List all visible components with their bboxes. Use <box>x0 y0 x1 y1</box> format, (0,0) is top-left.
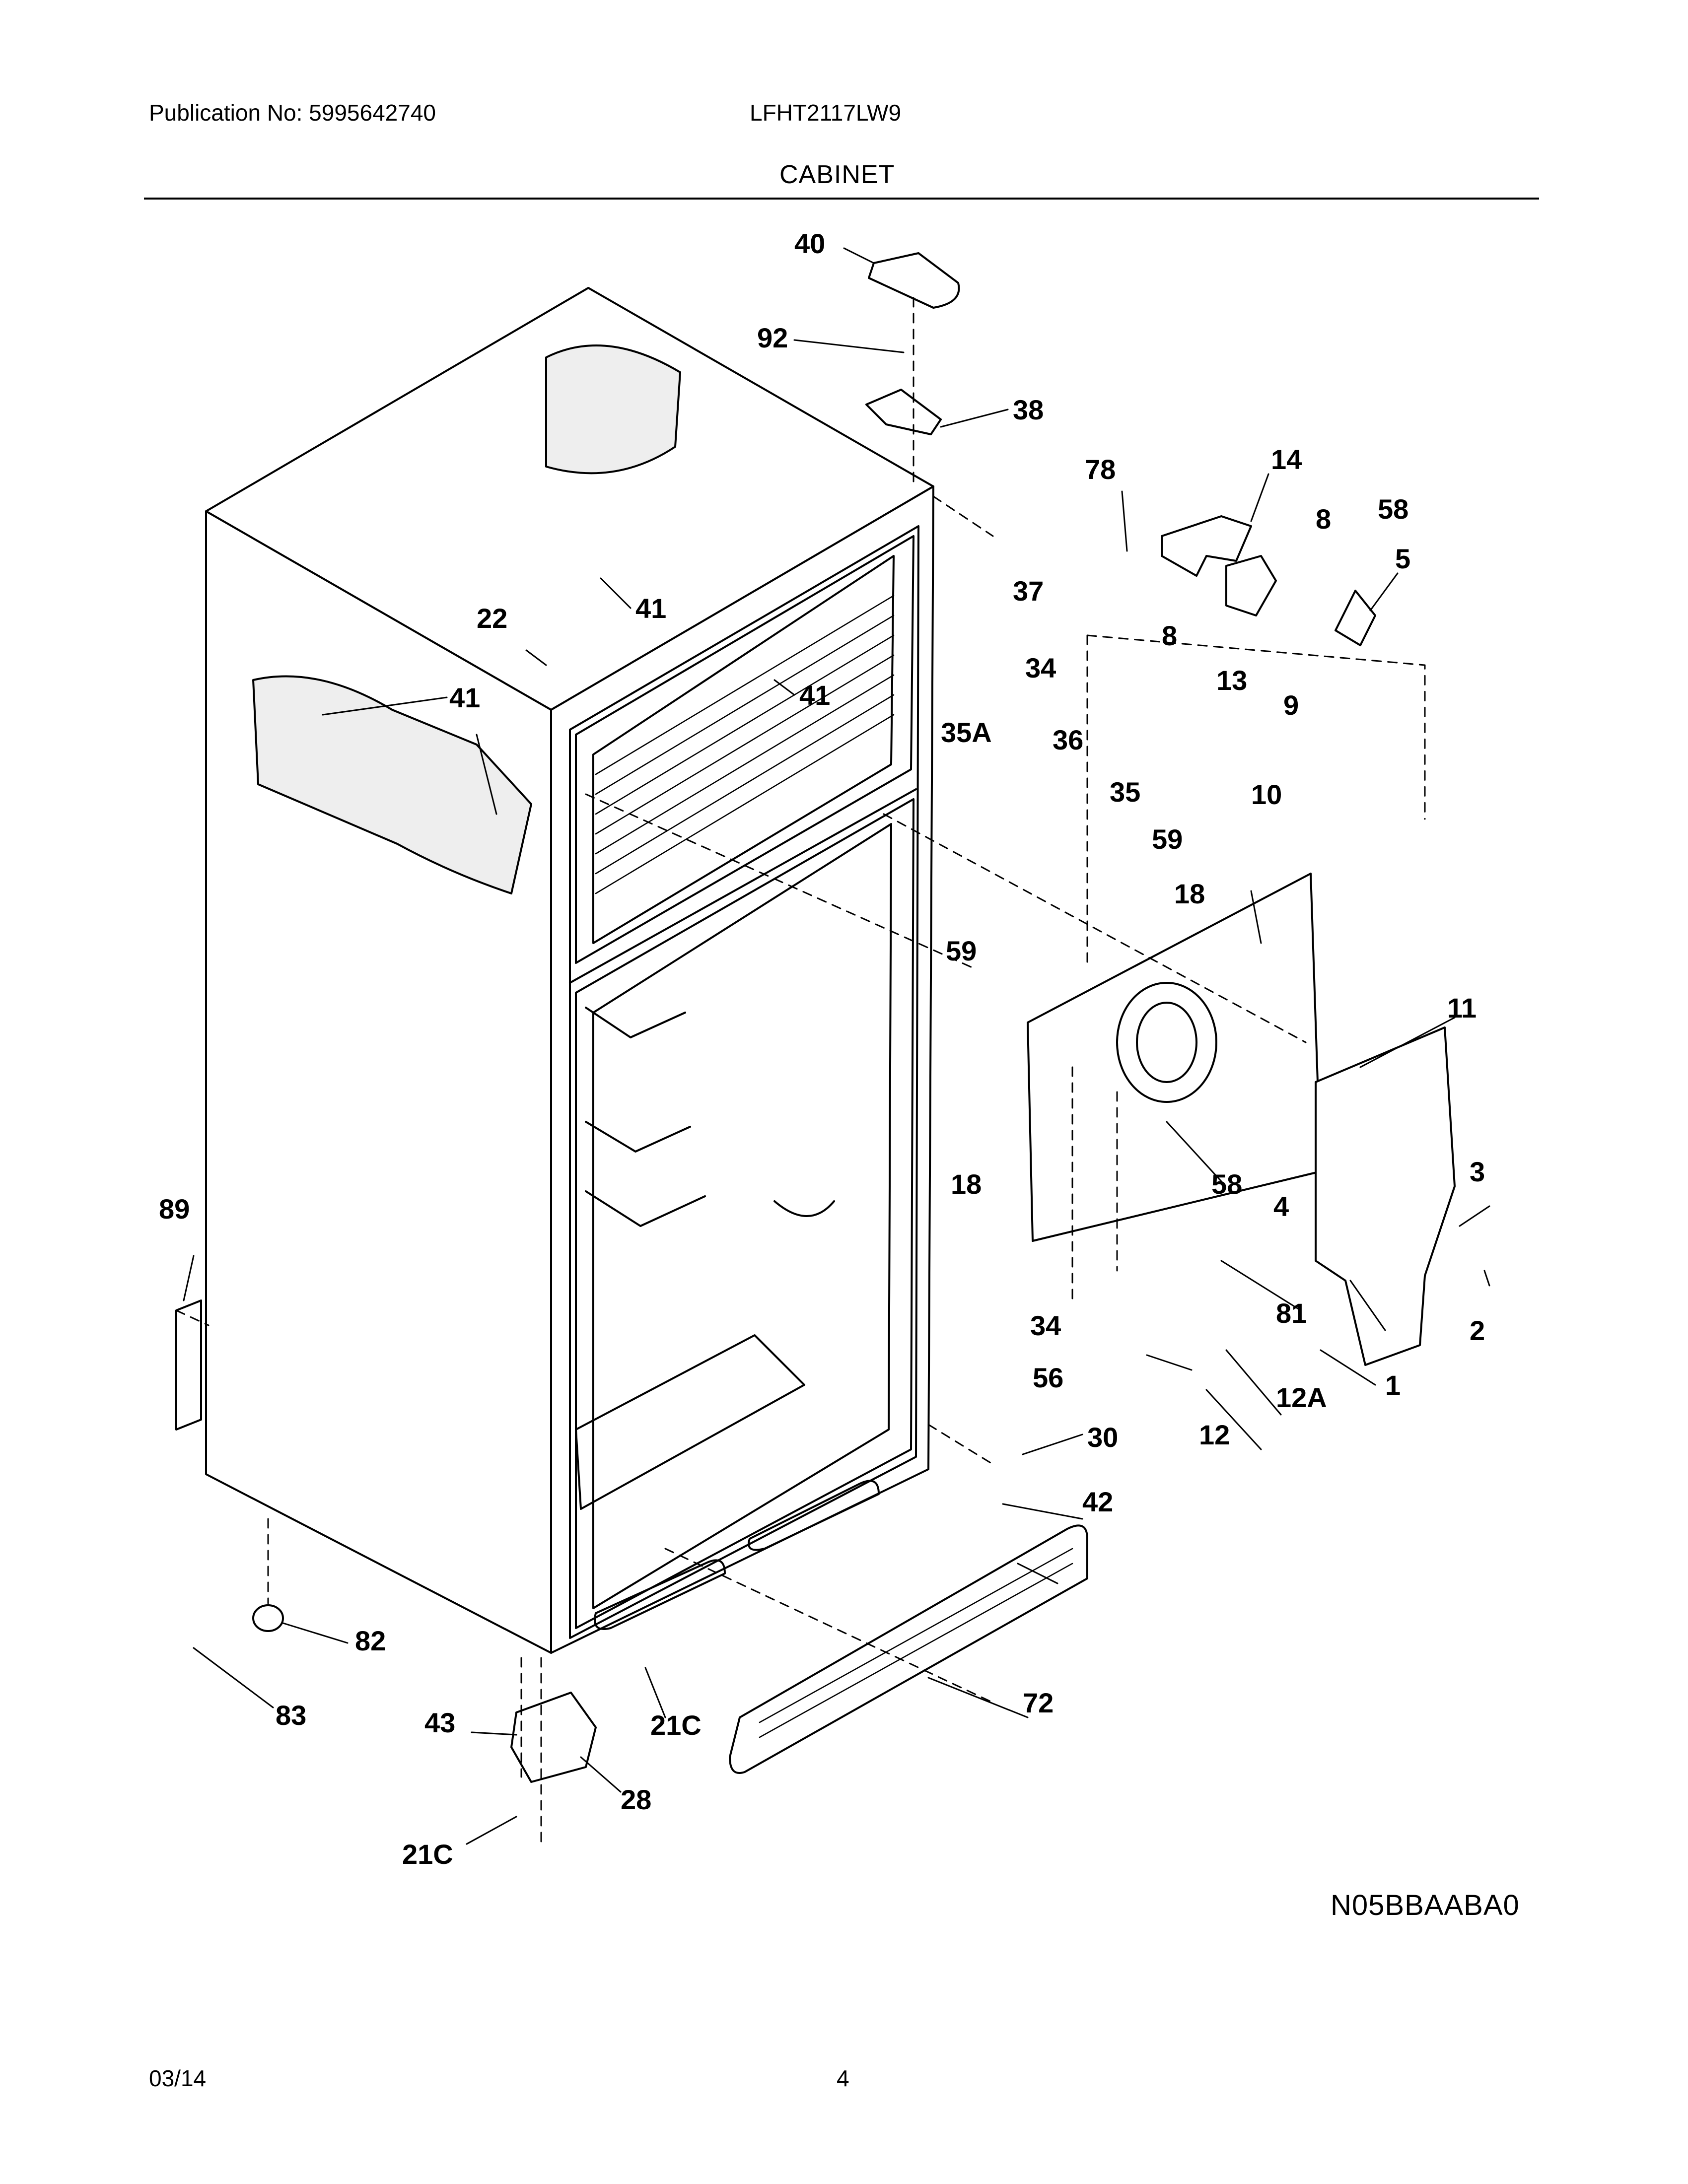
callout-label: 42 <box>1082 1486 1113 1517</box>
callout-label: 3 <box>1470 1156 1485 1187</box>
callout-label: 41 <box>449 682 480 713</box>
callout-label: 14 <box>1271 444 1302 475</box>
callout-label: 9 <box>1283 689 1299 721</box>
callout-label: 41 <box>799 680 830 711</box>
callout-label: 12 <box>1199 1419 1230 1450</box>
callout-label: 38 <box>1013 394 1044 425</box>
callout-label: 18 <box>951 1168 982 1200</box>
cabinet-body <box>205 287 934 1654</box>
callout-label: 78 <box>1085 454 1116 485</box>
callout-label: 83 <box>276 1700 306 1731</box>
side-panel-upper <box>545 344 681 475</box>
side-bracket <box>175 1299 202 1431</box>
callout-label: 10 <box>1251 779 1282 810</box>
top-hinge <box>865 389 942 435</box>
header-rule <box>144 198 1539 200</box>
callout-label: 41 <box>635 593 666 624</box>
fan-motor <box>1225 555 1277 616</box>
callout-label: 28 <box>621 1784 651 1815</box>
callout-label: 35A <box>941 717 992 748</box>
relay-box <box>510 1692 597 1783</box>
callout-label: 21C <box>402 1839 453 1870</box>
callout-label: 35 <box>1110 776 1140 808</box>
callout-label: 58 <box>1378 493 1408 525</box>
callout-label: 56 <box>1033 1362 1063 1393</box>
leveler-foot <box>252 1604 284 1632</box>
section-title: CABINET <box>779 160 895 189</box>
side-panel-lower <box>252 675 532 894</box>
callout-label: 72 <box>1023 1687 1054 1718</box>
fan-blade <box>1335 590 1376 646</box>
callout-label: 1 <box>1385 1369 1401 1401</box>
callout-label: 5 <box>1395 543 1410 574</box>
callout-label: 11 <box>1447 992 1477 1024</box>
callout-label: 59 <box>946 935 977 966</box>
diagram-code: N05BBAABA0 <box>1331 1889 1520 1921</box>
callout-label: 22 <box>477 603 507 634</box>
callout-label: 58 <box>1211 1168 1242 1200</box>
callout-label: 2 <box>1470 1315 1485 1346</box>
fan-bracket <box>1161 515 1252 577</box>
callout-label: 8 <box>1316 503 1331 535</box>
duct-cover <box>1315 1026 1456 1366</box>
callout-label: 82 <box>355 1625 386 1656</box>
callout-label: 34 <box>1025 652 1056 683</box>
callout-label: 92 <box>757 322 788 353</box>
publication-date: 03/14 <box>149 2065 207 2091</box>
callout-label: 8 <box>1162 620 1177 651</box>
callout-label: 18 <box>1174 878 1205 909</box>
callout-label: 37 <box>1013 575 1044 607</box>
publication-number: Publication No: 5995642740 <box>149 100 436 126</box>
callout-label: 21C <box>650 1709 702 1741</box>
callout-label: 43 <box>424 1707 455 1738</box>
callout-label: 36 <box>1053 724 1083 755</box>
callout-label: 13 <box>1216 665 1247 696</box>
page-number: 4 <box>837 2065 849 2091</box>
toe-grille <box>729 1524 1088 1774</box>
callout-label: 89 <box>159 1193 190 1225</box>
model-number: LFHT2117LW9 <box>750 100 902 126</box>
callout-label: 59 <box>1152 823 1183 855</box>
callout-label: 4 <box>1273 1191 1289 1222</box>
hinge-cover <box>868 252 960 309</box>
callout-label: 30 <box>1087 1422 1118 1453</box>
callout-label: 34 <box>1030 1310 1061 1341</box>
callout-label: 12A <box>1276 1382 1327 1413</box>
callout-label: 40 <box>794 228 825 259</box>
callout-label: 81 <box>1276 1297 1307 1329</box>
